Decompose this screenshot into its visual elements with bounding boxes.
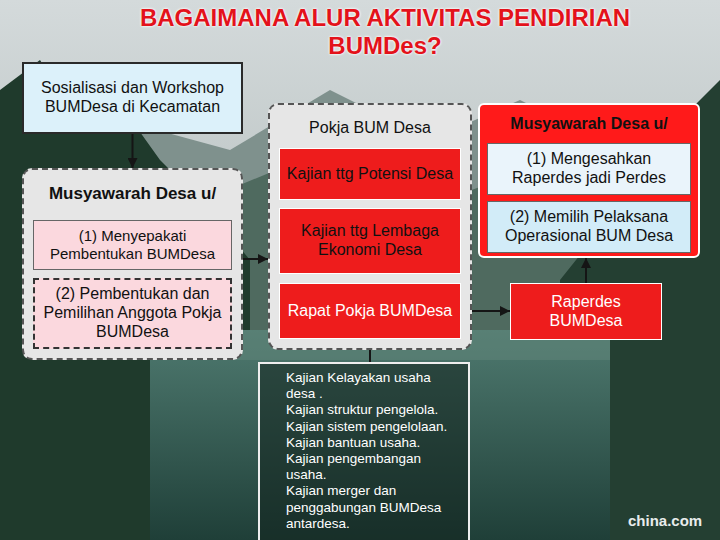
box-text: (2) Memilih Pelaksana Operasional BUM De… [494,208,684,246]
box-text: (1) Mengesahkan Raperdes jadi Perdes [494,150,684,188]
study-list: Kajian Kelayakan usaha desa .Kajian stru… [258,362,470,540]
box-text: (2) Pembentukan dan Pemilihan Anggota Po… [41,285,224,342]
box-text: Sosialisasi dan Workshop BUMDesa di Keca… [30,79,235,117]
step-box: (2) Pembentukan dan Pemilihan Anggota Po… [33,278,232,349]
list-item: Kajian bantuan usaha. [286,435,462,451]
group-heading: Pokja BUM Desa [270,119,470,138]
pokja-group: Pokja BUM DesaKajian ttg Potensi DesaKaj… [268,103,472,350]
box-text: Raperdes BUMDesa [517,293,655,331]
box-text: (1) Menyepakati Pembentukan BUMDesa [40,227,225,262]
meeting-group: Musyawarah Desa u/ (1) Mengesahkan Raperd… [478,103,700,258]
decision-box: (2) Memilih Pelaksana Operasional BUM De… [487,201,691,253]
study-box: Kajian ttg Potensi Desa [279,148,461,200]
flow-arrow [243,258,268,260]
list-item: Kajian Kelayakan usaha desa . [286,370,462,402]
group-heading: Musyawarah Desa u/ [24,184,241,204]
flow-arrow [585,258,587,283]
step-box: (1) Menyepakati Pembentukan BUMDesa [33,220,232,270]
group-heading: Musyawarah Desa u/ [480,115,698,134]
bullet-list: Kajian Kelayakan usaha desa .Kajian stru… [260,364,468,538]
meeting-box: Rapat Pokja BUMDesa [279,283,461,339]
draft-box: Raperdes BUMDesa [510,283,662,340]
study-box: Kajian ttg Lembaga Ekonomi Desa [279,208,461,274]
flow-arrow [132,134,134,168]
title: BAGAIMANA ALUR AKTIVITAS PENDIRIAN BUMDe… [105,4,665,59]
meeting-group: Musyawarah Desa u/ (1) Menyepakati Pemben… [22,168,243,360]
list-item: Kajian merger dan penggabungan BUMDesa a… [286,483,462,532]
decision-box: (1) Mengesahkan Raperdes jadi Perdes [487,143,691,195]
watermark: china.com [628,512,702,529]
box-text: Rapat Pokja BUMDesa [288,302,453,321]
start-box: Sosialisasi dan Workshop BUMDesa di Keca… [22,62,243,134]
list-item: Kajian struktur pengelola. [286,402,462,418]
box-text: Kajian ttg Lembaga Ekonomi Desa [286,222,454,260]
box-text: Kajian ttg Potensi Desa [287,165,453,184]
list-item: Kajian sistem pengelolaan. [286,419,462,435]
list-item: Kajian pengembangan usaha. [286,451,462,483]
